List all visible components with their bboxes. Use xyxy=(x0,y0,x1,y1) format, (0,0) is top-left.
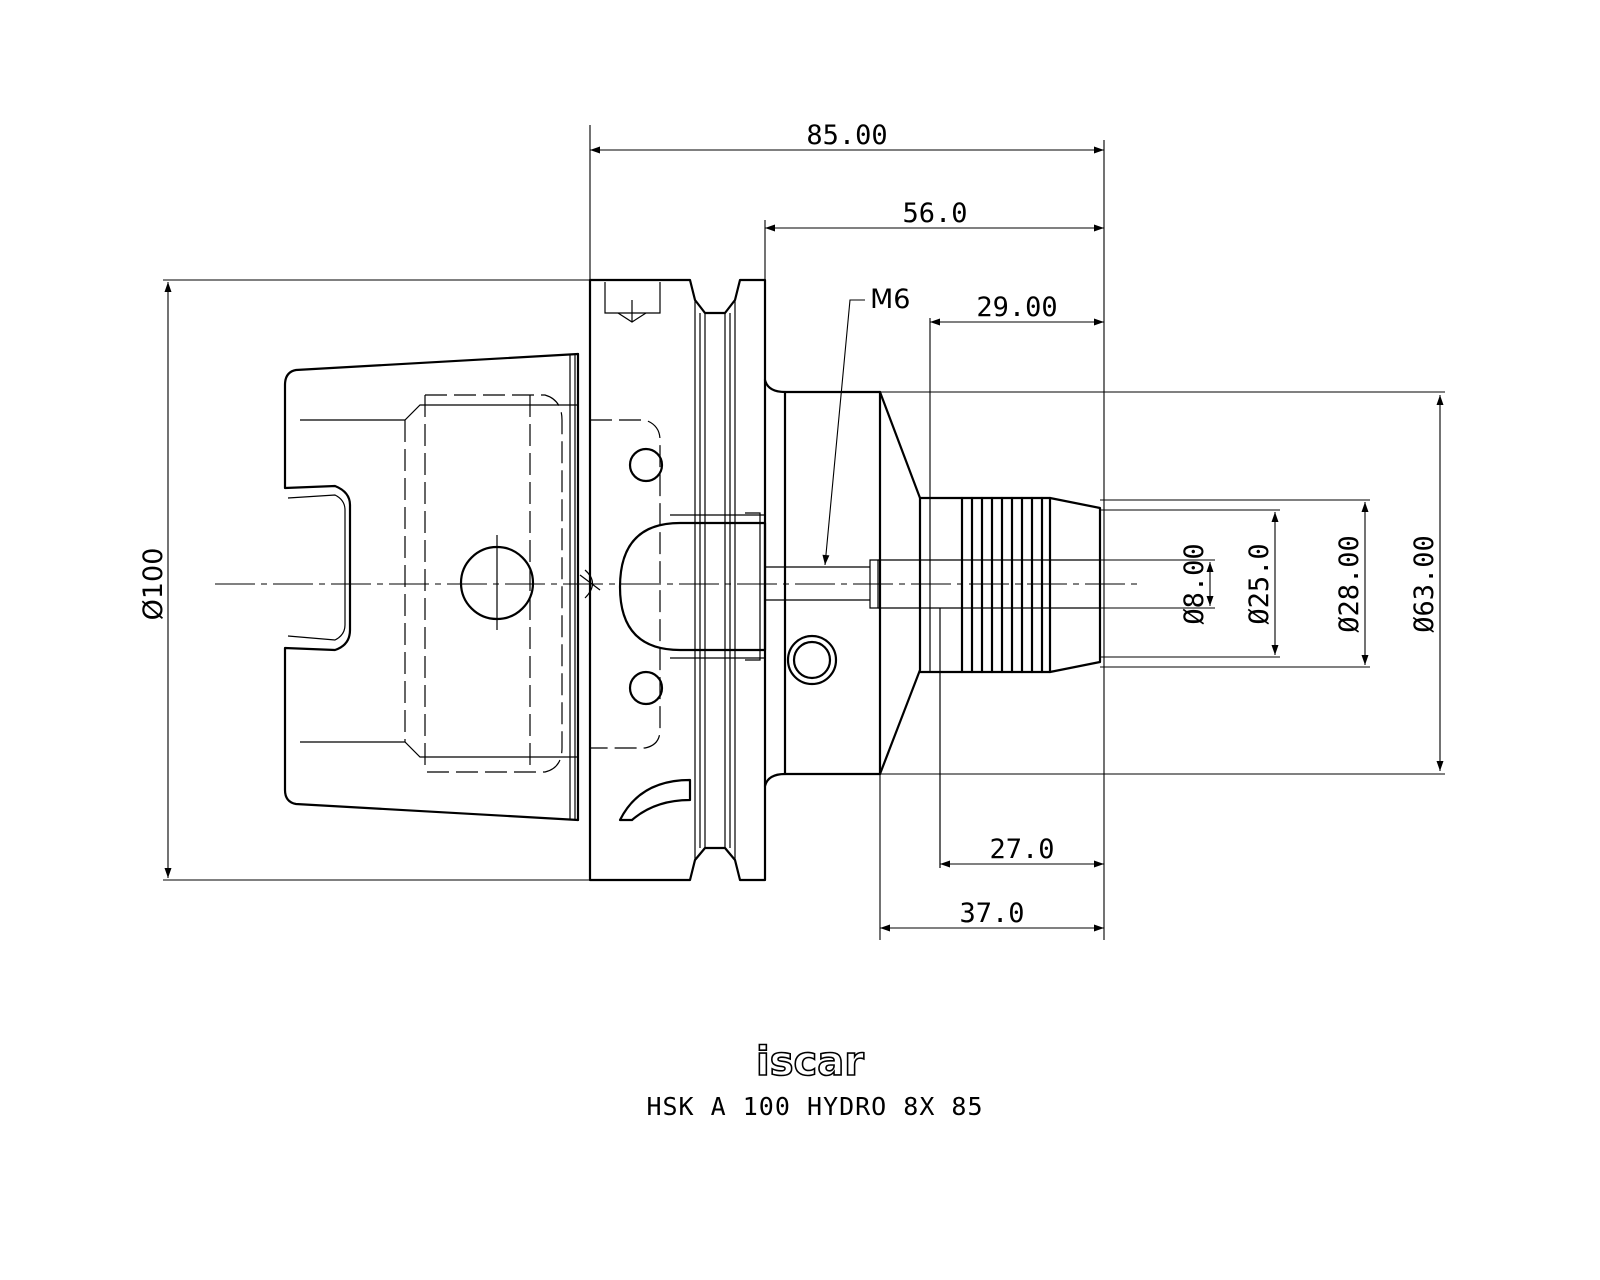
dim-min-insertion: 27.0 xyxy=(989,834,1054,865)
dimensions: 85.00 56.0 29.00 M6 Ø100 Ø63.00 Ø28.00 Ø… xyxy=(138,120,1445,940)
title-block: iscar HSK A 100 HYDRO 8X 85 xyxy=(646,1038,983,1121)
body xyxy=(763,378,922,788)
dim-diameter-clamp: Ø25.0 xyxy=(1244,543,1275,624)
dim-diameter-nose: Ø28.00 xyxy=(1334,535,1365,633)
flange xyxy=(579,278,767,882)
grub-screw-outer xyxy=(786,634,838,686)
dim-nose-length: 37.0 xyxy=(959,898,1024,929)
dim-clamping-length: 29.00 xyxy=(976,292,1057,323)
brand-logo: iscar xyxy=(756,1039,864,1085)
dim-diameter-bore: Ø8.00 xyxy=(1179,543,1210,624)
dim-thread: M6 xyxy=(870,284,910,315)
grub-screw-inner xyxy=(792,640,832,680)
dim-overall-length: 85.00 xyxy=(806,120,887,151)
part-name: HSK A 100 HYDRO 8X 85 xyxy=(646,1092,983,1121)
dim-diameter-flange: Ø100 xyxy=(138,548,169,621)
dim-flange-to-end: 56.0 xyxy=(902,198,967,229)
hydro-nose xyxy=(878,496,1102,868)
dim-diameter-body: Ø63.00 xyxy=(1409,535,1440,633)
hsk-taper-shank xyxy=(283,352,580,822)
